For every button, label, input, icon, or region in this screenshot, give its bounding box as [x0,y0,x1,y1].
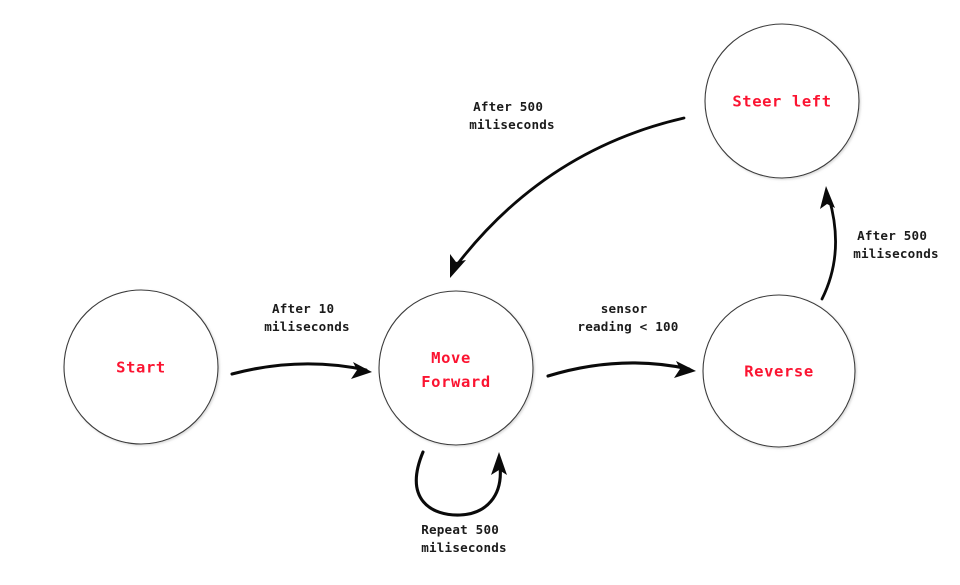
edge-reverse-to-steer-left-path [820,196,837,301]
node-start-label: Start [116,359,166,377]
node-start-circle[interactable] [63,289,219,445]
edge-start-to-move-forward-label: After 10 miliseconds [264,301,350,334]
node-move-forward-label: Move Forward [421,349,491,391]
edge-reverse-to-steer-left: After 500 miliseconds [820,186,939,301]
edge-steer-left-to-move-forward: After 500 miliseconds [450,99,686,278]
node-move-forward[interactable]: Move Forward [378,290,534,446]
edge-start-to-move-forward: After 10 miliseconds [230,301,372,379]
edge-label-line: miliseconds [853,246,939,261]
node-steer-left-label: Steer left [732,93,831,111]
edge-label-line: miliseconds [469,117,555,132]
edge-move-forward-self-loop-label: Repeat 500 miliseconds [421,522,507,555]
edge-move-forward-to-reverse-label: sensor reading < 100 [577,301,678,334]
edge-label-line: miliseconds [421,540,507,555]
edge-move-forward-to-reverse-arrowhead [674,361,696,378]
node-steer-left[interactable]: Steer left [704,23,860,179]
edge-label-line: After 500 [857,228,927,243]
node-start[interactable]: Start [63,289,219,445]
node-steer-left-circle[interactable] [704,23,860,179]
edge-start-to-move-forward-path [230,362,368,376]
node-label-line: Move [431,349,471,367]
node-reverse-label: Reverse [744,363,814,381]
edge-label-line: After 500 [473,99,543,114]
edge-move-forward-self-loop-path [415,450,502,517]
edge-move-forward-self-loop: Repeat 500 miliseconds [415,450,507,555]
edge-start-to-move-forward-arrowhead [351,362,372,379]
node-reverse[interactable]: Reverse [702,294,856,448]
node-reverse-circle[interactable] [702,294,856,448]
edge-label-line: sensor [601,301,648,316]
edge-steer-left-to-move-forward-arrowhead [450,254,466,278]
edge-reverse-to-steer-left-arrowhead [820,186,835,209]
edge-reverse-to-steer-left-label: After 500 miliseconds [853,228,939,261]
edge-move-forward-to-reverse-path [546,361,691,378]
node-move-forward-circle[interactable] [378,290,534,446]
edge-label-line: After 10 [272,301,334,316]
edge-move-forward-self-loop-arrowhead [491,452,507,475]
edge-label-line: Repeat 500 [421,522,499,537]
edge-label-line: miliseconds [264,319,350,334]
edge-steer-left-to-move-forward-label: After 500 miliseconds [469,99,555,132]
node-label-line: Forward [421,373,491,391]
edge-move-forward-to-reverse: sensor reading < 100 [546,301,696,378]
edge-label-line: reading < 100 [577,319,678,334]
edge-steer-left-to-move-forward-path [454,116,686,268]
